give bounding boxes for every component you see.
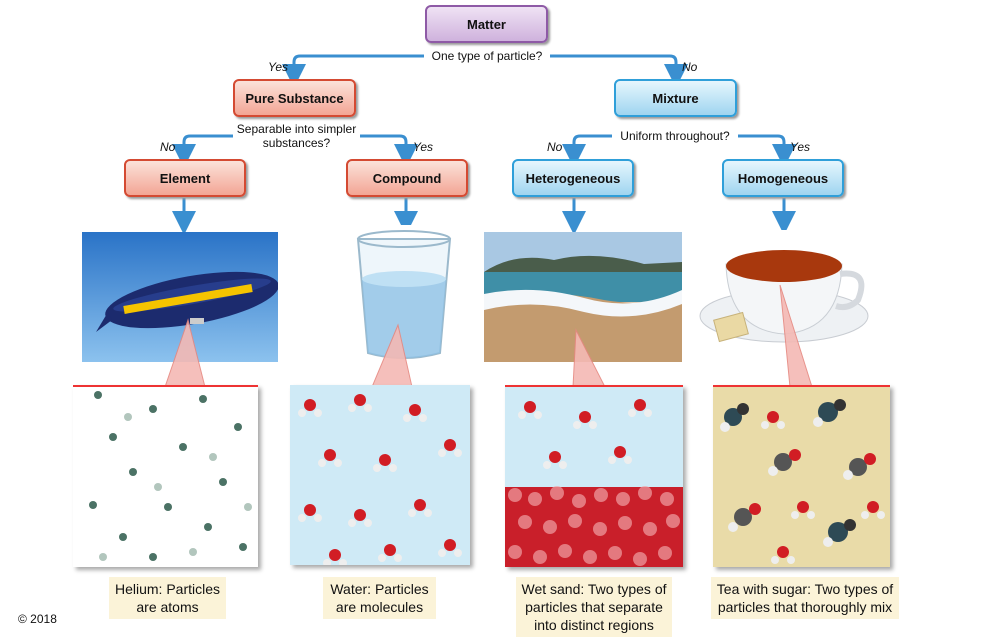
- water-particles-panel: [290, 385, 470, 565]
- matter-box: Matter: [425, 5, 548, 43]
- blimp-photo: [82, 232, 278, 362]
- helium-particles-panel: [73, 385, 258, 567]
- heterogeneous-label: Heterogeneous: [525, 170, 621, 186]
- leaf-3-branch: Yes: [790, 140, 811, 154]
- mixture-label: Mixture: [652, 90, 699, 106]
- wet-sand-particles-panel: [505, 385, 683, 567]
- compound-label: Compound: [372, 170, 442, 186]
- mixture-question: Uniform throughout?: [612, 129, 738, 143]
- element-box: Element: [124, 159, 246, 197]
- helium-caption: Helium: Particles are atoms: [109, 577, 226, 619]
- yes-branch-label: Yes: [268, 60, 289, 74]
- root-question: One type of particle?: [424, 49, 550, 63]
- pure-question: Separable into simpler substances?: [233, 122, 360, 150]
- compound-box: Compound: [346, 159, 468, 197]
- leaf-1-branch: Yes: [413, 140, 434, 154]
- homogeneous-box: Homogeneous: [722, 159, 844, 197]
- no-branch-label: No: [682, 60, 698, 74]
- homogeneous-label: Homogeneous: [737, 170, 829, 186]
- heterogeneous-box: Heterogeneous: [512, 159, 634, 197]
- leaf-2-branch: No: [547, 140, 563, 154]
- leaf-0-branch: No: [160, 140, 176, 154]
- beach-photo: [484, 232, 682, 362]
- water-glass-photo: [352, 225, 456, 363]
- element-label: Element: [159, 170, 211, 186]
- pure-substance-label: Pure Substance: [245, 90, 344, 106]
- mixture-box: Mixture: [614, 79, 737, 117]
- pure-substance-box: Pure Substance: [233, 79, 356, 117]
- tea-sugar-particles-panel: [713, 385, 890, 567]
- tea-sugar-caption: Tea with sugar: Two types of particles t…: [711, 577, 899, 619]
- copyright-notice: © 2018: [18, 612, 57, 626]
- wet-sand-caption: Wet sand: Two types of particles that se…: [516, 577, 672, 637]
- water-caption: Water: Particles are molecules: [323, 577, 436, 619]
- matter-label: Matter: [466, 16, 506, 32]
